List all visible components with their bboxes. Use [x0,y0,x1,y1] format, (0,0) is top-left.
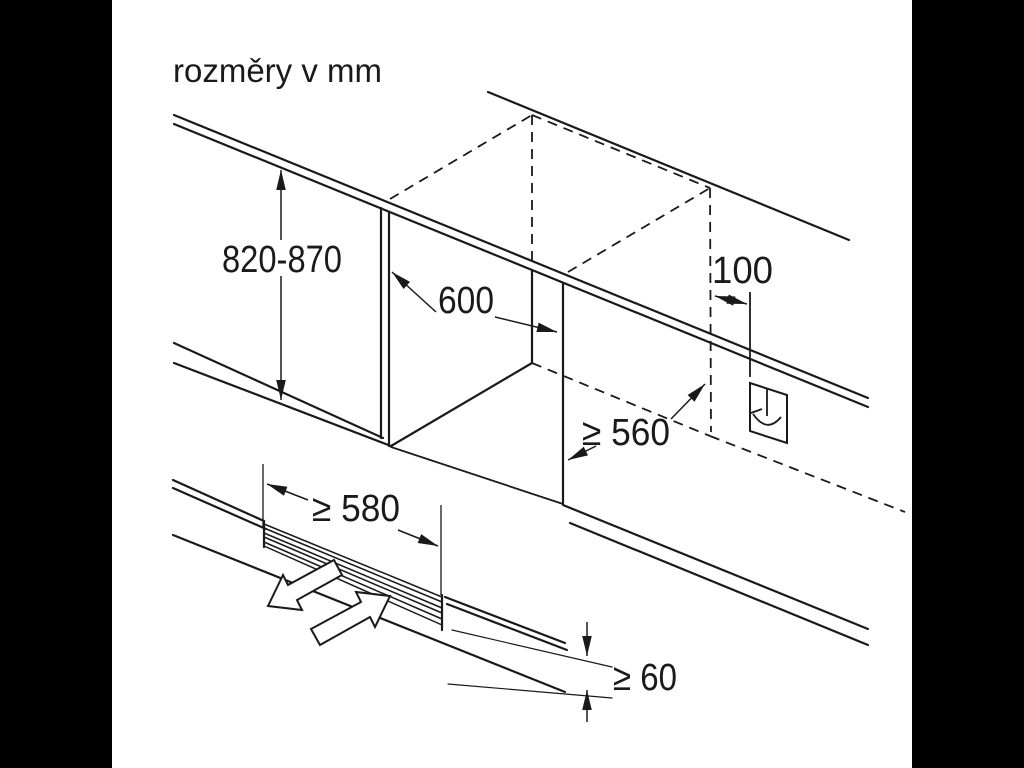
appliance-space-dashed-box [389,114,906,513]
power-outlet-icon [749,381,788,445]
label-niche-height: 820-870 [222,239,342,281]
diagram-title: rozměry v mm [173,52,382,89]
label-niche-width: 600 [438,280,494,322]
letterbox-right [912,0,1024,768]
dimension-vent-cutout-width [262,464,442,595]
label-socket-offset: 100 [712,250,773,292]
label-vent-cutout-width: ≥ 580 [312,488,400,530]
diagram-canvas [112,0,912,768]
worktop-and-cabinet-outline [172,90,870,647]
airflow-out-arrow [266,558,344,612]
label-plinth-air-gap: ≥ 60 [613,657,677,699]
label-niche-depth: ≥ 560 [582,412,670,454]
dimension-niche-width [391,271,558,333]
airflow-in-arrow [309,590,392,647]
dimension-socket-offset [714,292,751,377]
vent-grille-slats [263,523,443,626]
dimension-niche-depth [567,383,706,461]
letterbox-left [0,0,112,768]
